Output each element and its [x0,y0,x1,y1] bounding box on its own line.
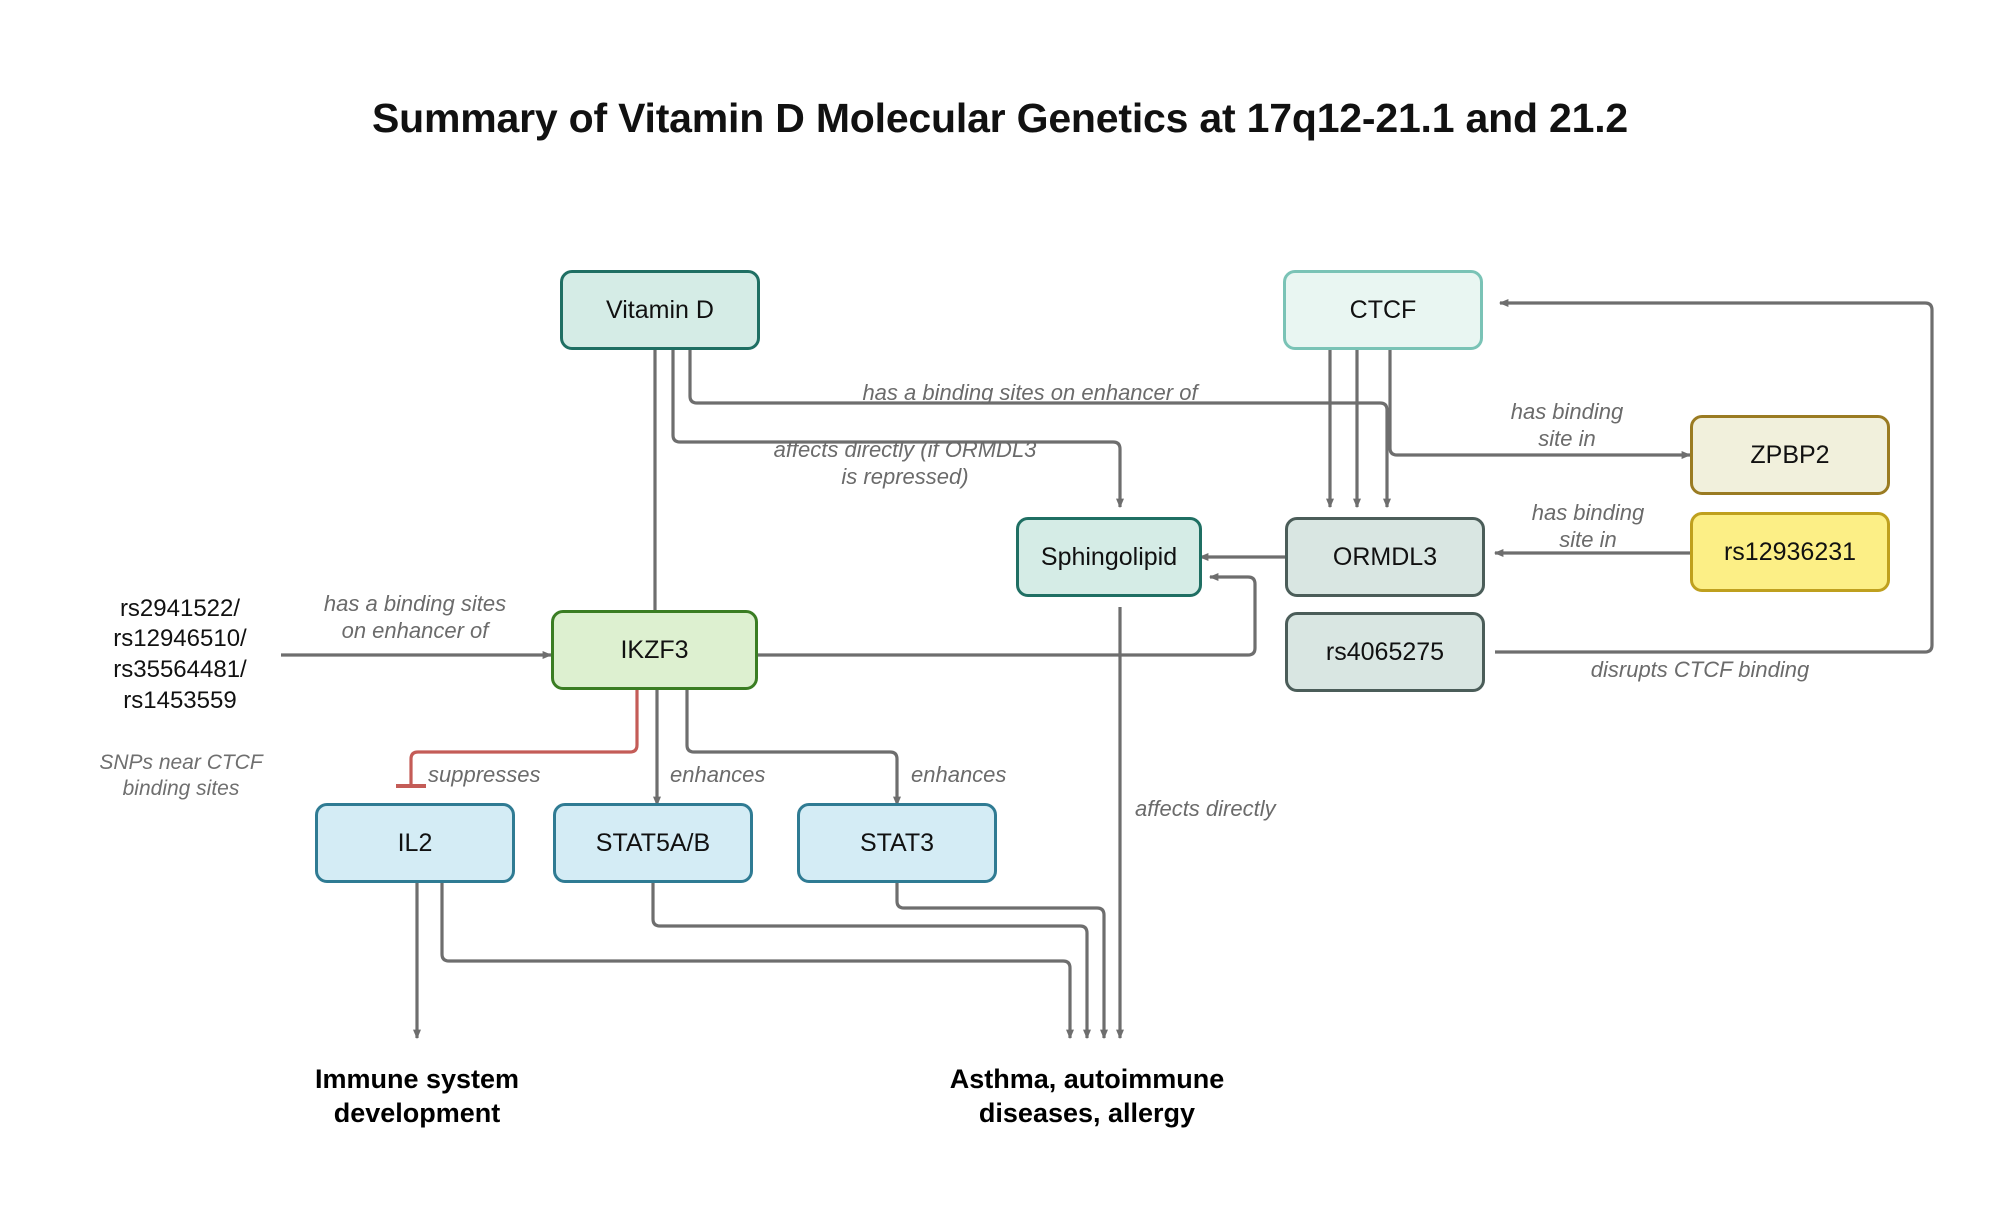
node-label: ZPBP2 [1750,441,1830,469]
node-rs4065275[interactable]: rs4065275 [1285,612,1485,692]
edge-label-ikzf3-stat5ab: enhances [670,762,766,787]
edge-label-snps-ikzf3: has a binding sites on enhancer of [323,591,507,643]
edge-label-ctcf-zpbp2: has binding site in [1510,399,1624,451]
node-il2[interactable]: IL2 [315,803,515,883]
node-label: rs4065275 [1325,638,1445,666]
node-ormdl3[interactable]: ORMDL3 [1285,517,1485,597]
edge-label-rs12936231-ormdl3: has binding site in [1531,500,1645,552]
edge-label-vitd-sphingolipid: affects directly (if ORMDL3 is repressed… [773,437,1037,489]
edge-il2-asthma [440,883,1074,1040]
edge-label-ikzf3-il2: suppresses [428,762,541,787]
edge-label-rs4065275-ctcf: disrupts CTCF binding [1590,657,1810,682]
edge-stat3-asthma [895,883,1108,1040]
node-snps[interactable]: rs2941522/ rs12946510/ rs35564481/ rs145… [78,570,282,740]
edge-label-sphingolipid-asthma: affects directly [1135,796,1276,821]
edge-label-vitd-ormdl3: has a binding sites on enhancer of [862,380,1198,405]
caption-snps: SNPs near CTCF binding sites [99,751,263,801]
node-label: CTCF [1349,296,1417,324]
edge-label-ikzf3-stat3: enhances [911,762,1007,787]
terminal-asthma-autoimmune-allergy: Asthma, autoimmune diseases, allergy [949,1064,1225,1128]
edge-stat5ab-asthma [651,883,1091,1040]
node-vitamin-d[interactable]: Vitamin D [560,270,760,350]
node-stat5ab[interactable]: STAT5A/B [553,803,753,883]
node-label: IL2 [397,829,433,857]
node-label: Vitamin D [606,296,714,324]
node-label: STAT3 [859,829,935,857]
node-ikzf3[interactable]: IKZF3 [551,610,758,690]
node-label: rs2941522/ rs12946510/ rs35564481/ rs145… [113,594,247,714]
node-label: Sphingolipid [1040,543,1178,571]
node-label: ORMDL3 [1332,543,1438,571]
page-title: Summary of Vitamin D Molecular Genetics … [371,95,1629,141]
node-stat3[interactable]: STAT3 [797,803,997,883]
node-sphingolipid[interactable]: Sphingolipid [1016,517,1202,597]
node-label: IKZF3 [620,636,689,664]
node-label: rs12936231 [1723,538,1857,566]
node-zpbp2[interactable]: ZPBP2 [1690,415,1890,495]
node-label: STAT5A/B [595,829,711,857]
node-ctcf[interactable]: CTCF [1283,270,1483,350]
node-rs12936231[interactable]: rs12936231 [1690,512,1890,592]
terminal-immune-system-development: Immune system development [314,1064,520,1128]
